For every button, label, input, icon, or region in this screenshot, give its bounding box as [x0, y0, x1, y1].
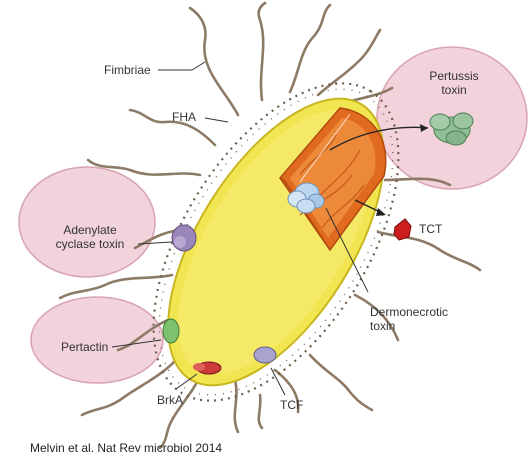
- label-tcf: TCF: [280, 398, 303, 412]
- pertactin-protein: [163, 319, 179, 343]
- label-adenylate-line2: cyclase toxin: [38, 237, 142, 251]
- label-fimbriae: Fimbriae: [104, 63, 151, 77]
- label-dermonecrotic-line2: toxin: [370, 319, 448, 333]
- label-adenylate-line1: Adenylate: [38, 223, 142, 237]
- highlight-adenylate: [19, 167, 155, 277]
- tct-molecule: [394, 219, 411, 240]
- label-brka: BrkA: [157, 393, 183, 407]
- label-dermonecrotic: Dermonecrotic toxin: [370, 305, 448, 333]
- label-dermonecrotic-line1: Dermonecrotic: [370, 305, 448, 319]
- label-pertactin: Pertactin: [61, 340, 108, 354]
- label-pertussis-toxin: Pertussis toxin: [424, 69, 484, 97]
- label-fha: FHA: [172, 110, 196, 124]
- tcf-protein: [254, 347, 276, 363]
- label-pertussis-line1: Pertussis: [424, 69, 484, 83]
- label-pertussis-line2: toxin: [424, 83, 484, 97]
- adenylate-protein: [172, 225, 196, 251]
- citation: Melvin et al. Nat Rev microbiol 2014: [30, 441, 222, 455]
- label-tct: TCT: [419, 222, 442, 236]
- label-adenylate: Adenylate cyclase toxin: [38, 223, 142, 251]
- arrowhead-tct: [376, 208, 386, 216]
